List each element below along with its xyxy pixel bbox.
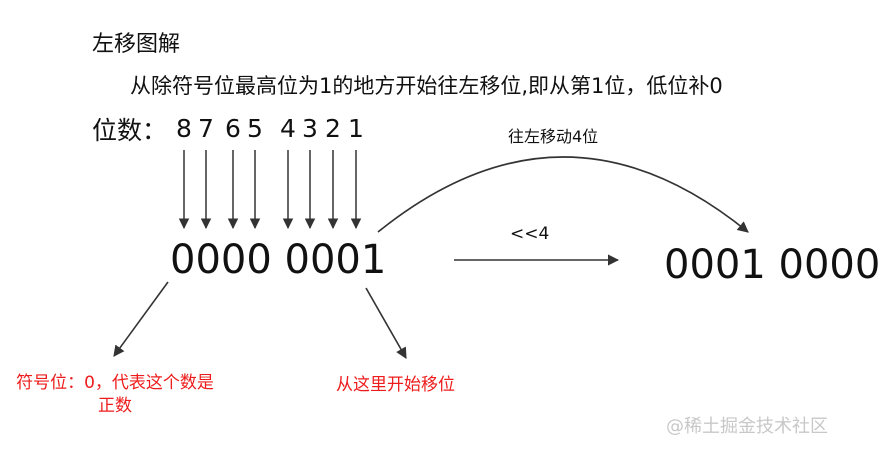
sign-bit-pointer-arrow xyxy=(113,281,169,357)
digit-positions-label: 位数： xyxy=(92,116,168,145)
shift-start-pointer-arrow xyxy=(365,287,407,359)
watermark: @稀土掘金技术社区 xyxy=(666,416,828,437)
digit-position-8: 8 xyxy=(176,114,192,143)
binary-before-shift: 0000 0001 xyxy=(170,237,387,283)
binary-after-shift: 0001 0000 xyxy=(664,242,881,288)
digit-position-2: 2 xyxy=(325,114,341,143)
diagram-title: 左移图解 xyxy=(92,32,181,57)
digit-position-3: 3 xyxy=(302,114,318,143)
digit-position-1: 1 xyxy=(348,114,364,143)
digit-position-6: 6 xyxy=(225,114,241,143)
digit-arrows xyxy=(178,150,362,230)
digit-position-5: 5 xyxy=(247,114,263,143)
digit-position-7: 7 xyxy=(198,114,214,143)
shift-operator-label: <<4 xyxy=(510,224,550,244)
sign-bit-annotation: 符号位：0，代表这个数是正数 xyxy=(16,373,214,416)
shift-start-annotation: 从这里开始移位 xyxy=(336,375,455,395)
curved-shift-arrow xyxy=(377,156,749,233)
description-text: 从除符号位最高位为1的地方开始往左移位,即从第1位，低位补0 xyxy=(130,74,723,98)
digit-position-4: 4 xyxy=(280,114,296,143)
curved-arrow-label: 往左移动4位 xyxy=(508,127,599,146)
